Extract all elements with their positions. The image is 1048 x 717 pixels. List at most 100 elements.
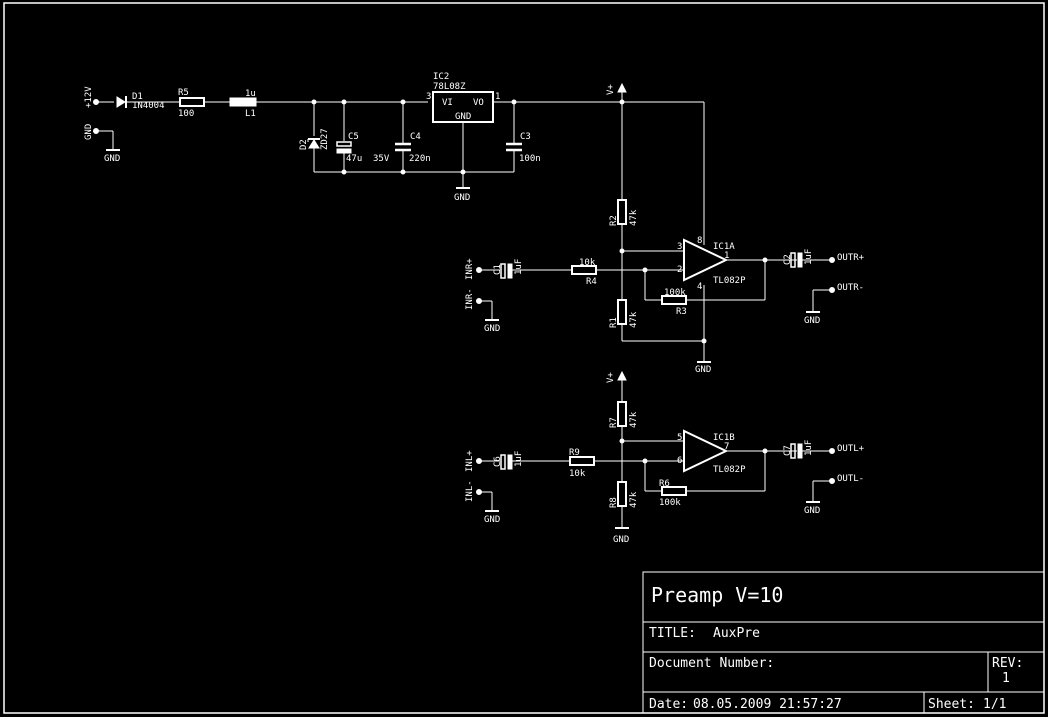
r7-name: R7	[609, 417, 619, 428]
r3-name: R3	[676, 307, 687, 317]
ic2-value: 78L08Z	[433, 82, 466, 92]
r5-name: R5	[178, 88, 189, 98]
inductor-l1	[229, 97, 257, 107]
cap-c1	[500, 263, 506, 279]
ic2-vo: VO	[473, 98, 484, 108]
r4-name: R4	[586, 277, 597, 287]
c5-voltage: 35V	[373, 154, 390, 164]
gnd-bias-l: GND	[613, 535, 629, 545]
r8-name: R8	[609, 497, 619, 508]
title-label: TITLE:	[649, 626, 696, 641]
vin-terminal	[93, 99, 99, 105]
inl-pos-label: INL+	[465, 450, 475, 472]
inr-pos-terminal	[476, 267, 482, 273]
d2-value: ZD27	[320, 128, 330, 150]
ic2-vi: VI	[442, 98, 453, 108]
ic1b-pin-out: 7	[724, 442, 729, 452]
outr-pos-terminal	[829, 257, 835, 263]
ic1a-pin-plus: 3	[677, 242, 682, 252]
vin-label: +12V	[84, 86, 94, 108]
sheet-label: Sheet:	[928, 697, 975, 712]
c4-value: 220n	[409, 154, 431, 164]
ic1a-pin-minus: 2	[677, 265, 682, 275]
ic2-pin-in: 3	[426, 92, 431, 102]
l1-value: 1u	[245, 89, 256, 99]
title-block: Preamp V=10 TITLE: AuxPre Document Numbe…	[649, 583, 1023, 712]
sheet-value: 1/1	[983, 697, 1006, 712]
cap-c6	[500, 454, 506, 470]
rev-value: 1	[1002, 671, 1010, 686]
c5-name: C5	[348, 132, 359, 142]
inr-neg-label: INR-	[465, 288, 475, 310]
diode-d1	[116, 96, 127, 108]
r5-value: 100	[178, 109, 194, 119]
c7-value: 1uF	[804, 440, 814, 456]
ic2-gnd: GND	[455, 112, 471, 122]
ic1b-value: TL082P	[713, 465, 746, 475]
cap-c7	[790, 443, 796, 459]
c1-value: 1uF	[514, 259, 524, 275]
left-channel-section	[476, 370, 835, 529]
inl-neg-terminal	[476, 489, 482, 495]
ic1a-pin-out: 1	[724, 251, 729, 261]
gnd-out-r: GND	[804, 316, 820, 326]
r9-name: R9	[569, 448, 580, 458]
ic2-pin-out: 1	[495, 92, 500, 102]
d1-value: 1N4004	[132, 101, 165, 111]
c3-name: C3	[520, 132, 531, 142]
outr-neg-label: OUTR-	[837, 283, 864, 293]
c1-name: C1	[493, 264, 503, 275]
supply-labels: +12V GND GND D1 1N4004 R5 100 1u L1 D2 Z…	[84, 72, 541, 203]
c5-value: 47u	[346, 154, 362, 164]
c6-value: 1uF	[514, 451, 524, 467]
gnd-symbol-label: GND	[104, 154, 120, 164]
c7-name: C7	[783, 445, 793, 456]
date-value: 08.05.2009 21:57:27	[693, 697, 842, 712]
r6-value: 100k	[659, 498, 681, 508]
inl-neg-label: INL-	[465, 480, 475, 502]
inl-pos-terminal	[476, 458, 482, 464]
right-channel-section	[476, 82, 835, 363]
ic1a-pin-vee: 4	[697, 282, 702, 292]
left-channel-labels: V+ R7 47k R8 47k INL+ INL- C6 1uF R9 10k…	[465, 372, 865, 545]
c3-value: 100n	[519, 154, 541, 164]
d2-name: D2	[299, 139, 309, 150]
r7-value: 47k	[629, 411, 639, 428]
power-supply-section	[93, 91, 622, 189]
inr-neg-terminal	[476, 298, 482, 304]
ic1b-name: IC1B	[713, 433, 735, 443]
ic1b-pin-minus: 6	[677, 456, 682, 466]
rev-label: REV:	[992, 656, 1023, 671]
l1-name: L1	[245, 109, 256, 119]
c2-name: C2	[783, 254, 793, 265]
doc-number-label: Document Number:	[649, 656, 774, 671]
ic1b-pin-plus: 5	[677, 433, 682, 443]
outl-neg-terminal	[829, 478, 835, 484]
inr-pos-label: INR+	[465, 258, 475, 280]
ic1a-value: TL082P	[713, 276, 746, 286]
schematic-heading: Preamp V=10	[651, 583, 783, 607]
cap-c5	[336, 141, 352, 147]
gnd-pad-label: GND	[84, 124, 94, 140]
gnd-bias-r: GND	[695, 365, 711, 375]
ic2-name: IC2	[433, 72, 449, 82]
gnd-in-l: GND	[484, 515, 500, 525]
ic1a-name: IC1A	[713, 242, 735, 252]
r1-name: R1	[609, 317, 619, 328]
d1-name: D1	[132, 92, 143, 102]
outr-pos-label: OUTR+	[837, 253, 865, 263]
r6-name: R6	[659, 479, 670, 489]
cap-c2	[790, 252, 796, 268]
date-label: Date:	[649, 697, 688, 712]
c2-value: 1uF	[804, 249, 814, 265]
r1-value: 47k	[629, 311, 639, 328]
title-value: AuxPre	[713, 626, 760, 641]
gnd-out-l: GND	[804, 506, 820, 516]
r3-value: 100k	[664, 288, 686, 298]
vplus-label-r: V+	[606, 84, 616, 95]
outl-pos-label: OUTL+	[837, 444, 865, 454]
r2-name: R2	[609, 215, 619, 226]
gnd-terminal	[93, 128, 99, 134]
r8-value: 47k	[629, 491, 639, 508]
